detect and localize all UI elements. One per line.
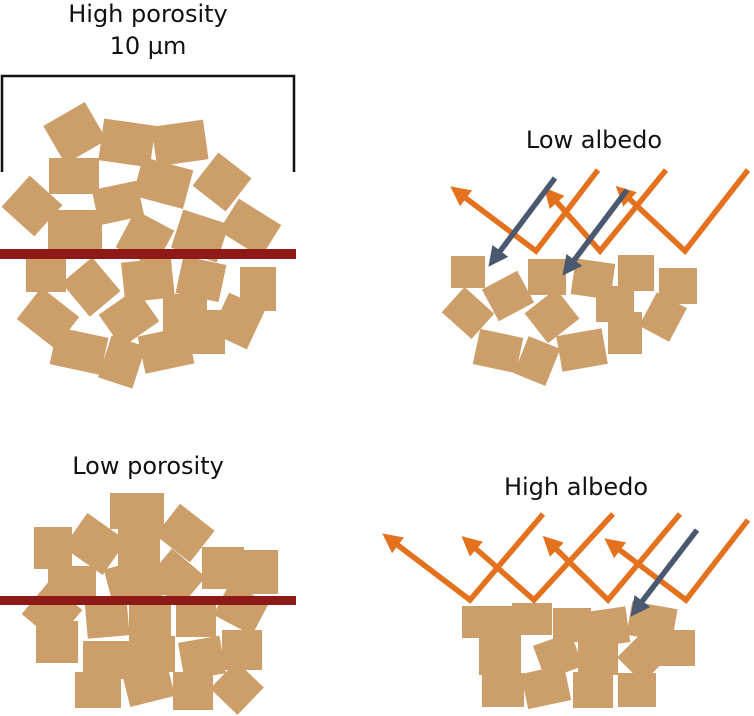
high-albedo-grain-cluster (462, 601, 695, 710)
absorbed-rays-low-albedo (488, 176, 630, 276)
low-porosity-grain-cluster (21, 493, 278, 715)
low-porosity-label: Low porosity (72, 452, 224, 480)
low-albedo-grain-cluster (441, 255, 697, 386)
scale-label: 10 µm (110, 32, 187, 60)
absorbed-rays-high-albedo (630, 528, 700, 617)
high-albedo-label: High albedo (504, 473, 648, 501)
low-albedo-label: Low albedo (526, 126, 662, 154)
section-line (0, 596, 296, 605)
high-porosity-grain-cluster (1, 101, 282, 389)
section-line (0, 249, 296, 259)
reflected-rays-low-albedo (450, 168, 751, 256)
low-albedo-panel: Low albedo (441, 126, 751, 386)
reflected-rays-high-albedo (382, 512, 751, 605)
high-albedo-panel: High albedo (382, 473, 751, 710)
high-porosity-label: High porosity (68, 0, 228, 28)
scale-bar (0, 74, 296, 172)
low-porosity-panel: Low porosity (0, 452, 296, 715)
high-porosity-panel: High porosity 10 µm (0, 0, 296, 389)
